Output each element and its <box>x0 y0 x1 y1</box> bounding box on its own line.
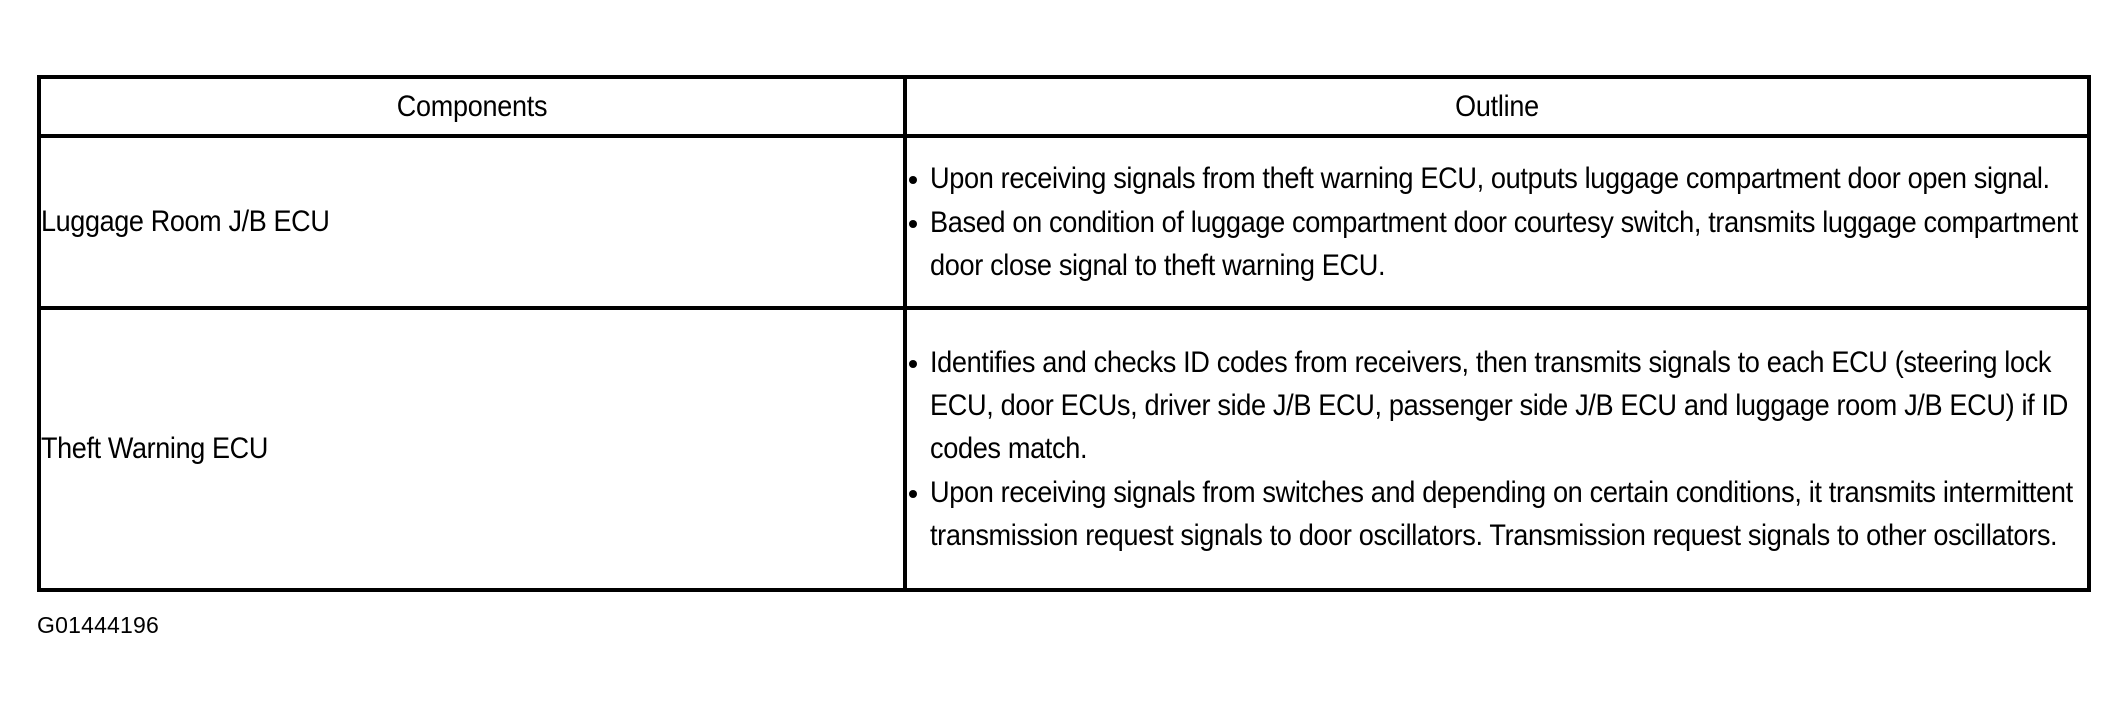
list-item: Identifies and checks ID codes from rece… <box>907 341 2087 470</box>
component-name-cell: Luggage Room J/B ECU <box>37 134 907 310</box>
table-header-row: Components Outline <box>37 75 2091 138</box>
list-item: Upon receiving signals from switches and… <box>907 471 2087 557</box>
table-row: Luggage Room J/B ECU Upon receiving sign… <box>37 134 2091 310</box>
component-name-cell: Theft Warning ECU <box>37 305 907 593</box>
figure-code: G01444196 <box>37 612 160 638</box>
outline-bullet-list: Upon receiving signals from theft warnin… <box>907 157 2087 287</box>
list-item: Upon receiving signals from theft warnin… <box>907 157 2087 200</box>
bullet-dot-icon <box>909 175 917 184</box>
column-header-components: Components <box>37 75 907 138</box>
bullet-dot-icon <box>909 219 917 228</box>
components-outline-table: Components Outline Luggage Room J/B ECU … <box>37 75 2091 593</box>
table-row: Theft Warning ECU Identifies and checks … <box>37 305 2091 593</box>
outline-bullet-text: Identifies and checks ID codes from rece… <box>930 345 2068 465</box>
outline-bullet-text: Based on condition of luggage compartmen… <box>930 205 2078 282</box>
column-header-components-label: Components <box>396 89 548 123</box>
bullet-dot-icon <box>909 359 917 368</box>
outline-bullet-text: Upon receiving signals from theft warnin… <box>930 161 2050 195</box>
outline-cell: Upon receiving signals from theft warnin… <box>903 134 2091 310</box>
bullet-dot-icon <box>909 489 917 498</box>
column-header-outline-label: Outline <box>1455 89 1539 123</box>
outline-cell: Identifies and checks ID codes from rece… <box>903 305 2091 593</box>
component-name-label: Luggage Room J/B ECU <box>41 204 330 238</box>
component-name-label: Theft Warning ECU <box>41 431 268 465</box>
list-item: Based on condition of luggage compartmen… <box>907 201 2087 287</box>
outline-bullet-list: Identifies and checks ID codes from rece… <box>907 341 2087 557</box>
outline-bullet-text: Upon receiving signals from switches and… <box>930 475 2073 552</box>
column-header-outline: Outline <box>903 75 2091 138</box>
